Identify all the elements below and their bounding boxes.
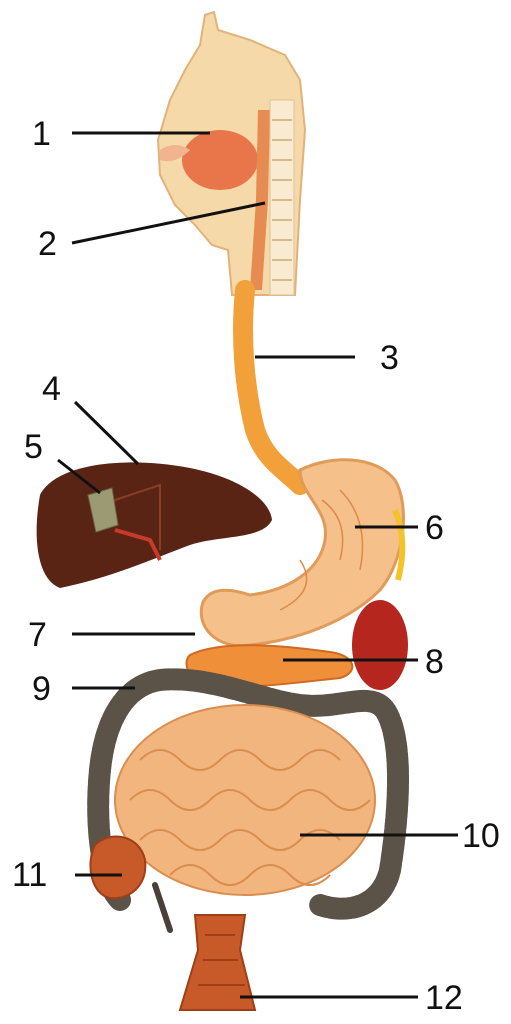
small-intestine: [115, 705, 375, 895]
label-8: 8: [425, 645, 444, 679]
label-6: 6: [425, 511, 444, 545]
label-10: 10: [462, 819, 500, 853]
tongue-mouth: [182, 130, 258, 190]
leader-line-4: [75, 402, 138, 464]
head-section: [158, 12, 305, 295]
label-9: 9: [32, 672, 51, 706]
label-4: 4: [42, 372, 61, 406]
label-1: 1: [32, 117, 51, 151]
label-7: 7: [28, 618, 47, 652]
caecum: [90, 837, 145, 899]
label-5: 5: [24, 430, 43, 464]
label-11: 11: [12, 858, 47, 892]
label-2: 2: [38, 227, 57, 261]
esophagus: [243, 290, 300, 485]
label-12: 12: [425, 981, 463, 1015]
liver: [37, 462, 272, 588]
label-3: 3: [380, 341, 399, 375]
spleen: [352, 600, 408, 690]
spine: [270, 100, 294, 295]
